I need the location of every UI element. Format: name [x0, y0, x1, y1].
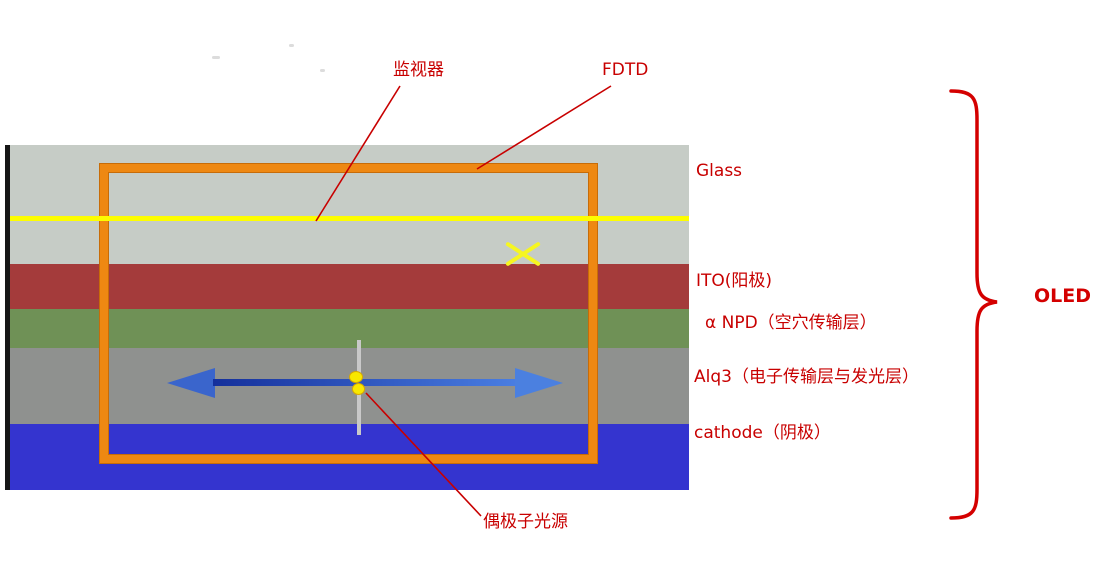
fdtd-label: FDTD: [602, 60, 649, 80]
layer-label-cathode: cathode（阴极）: [694, 423, 831, 443]
layer-label-glass: Glass: [696, 161, 743, 181]
yellow-x-marker: [503, 238, 543, 270]
monitor-line: [5, 216, 689, 221]
layer-label-alq3: Alq3（电子传输层与发光层）: [694, 367, 919, 387]
layer-alq3-etl-eml: [5, 348, 689, 424]
arrow-shaft: [213, 379, 517, 386]
layer-npd-htl: [5, 309, 689, 348]
dipole-source-arrow: [167, 368, 563, 398]
arrow-head-right-icon: [515, 368, 563, 398]
dipole-source-marker: [349, 371, 363, 383]
dipole-source-marker: [352, 383, 365, 395]
stray-mark: [212, 56, 220, 59]
layer-label-npd: α NPD（空穴传输层）: [705, 313, 877, 333]
fdtd-region-outline: [100, 164, 597, 463]
oled-brace-label: OLED: [1034, 285, 1092, 307]
monitor-label: 监视器: [393, 60, 444, 80]
dipole-source-label: 偶极子光源: [483, 512, 568, 532]
layer-label-ito: ITO(阳极): [696, 271, 773, 291]
oled-brace: [949, 89, 998, 520]
arrow-head-left-icon: [167, 368, 215, 398]
stray-mark: [289, 44, 294, 47]
layer-ito-anode: [5, 264, 689, 309]
simulation-view: [5, 145, 689, 490]
stray-mark: [320, 69, 325, 72]
axis-black-bar: [5, 145, 10, 490]
